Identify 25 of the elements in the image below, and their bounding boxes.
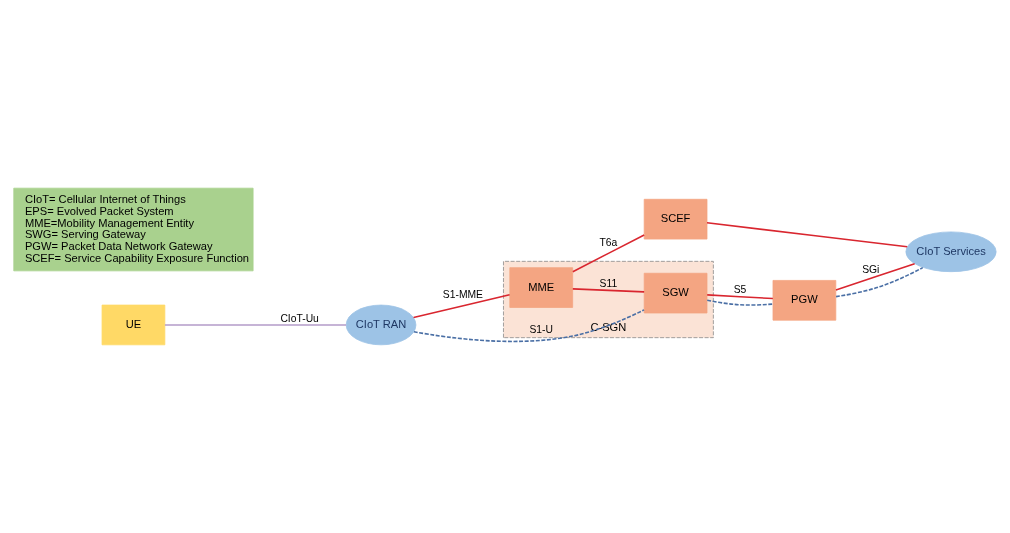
- connector: [412, 294, 511, 319]
- connector: [835, 262, 916, 291]
- node-ellipse: CIoT RAN: [345, 304, 417, 346]
- connector: [413, 309, 645, 343]
- node-box: SCEF: [643, 198, 708, 240]
- edge-label: SGi: [862, 263, 880, 275]
- node-box: SGW: [643, 272, 708, 314]
- connector: [706, 299, 774, 306]
- connector: [572, 288, 645, 293]
- node-box: MME: [509, 267, 574, 308]
- edge-label: S5: [733, 284, 747, 296]
- edge-label: S11: [599, 278, 618, 290]
- connector: [572, 234, 645, 273]
- connector: [706, 294, 774, 300]
- node-box: PGW: [772, 280, 837, 321]
- node-ellipse: CIoT Services: [905, 231, 997, 273]
- node-box: UE: [101, 304, 166, 346]
- connector: [164, 324, 347, 326]
- edge-label: S1-U: [529, 324, 553, 336]
- edge-label: CIoT-Uu: [280, 313, 319, 325]
- node-box: CIoT= Cellular Internet of Things EPS= Evolved Packet System MME=Mobility Management Entity SWG= Serving Gateway PGW= Packet Data Network Gateway SCEF= Service Capability Exposure Function: [13, 187, 254, 272]
- connector: [706, 222, 909, 248]
- edge-label: T6a: [599, 236, 618, 248]
- connector: [835, 266, 924, 298]
- edge-label: S1-MME: [442, 289, 483, 301]
